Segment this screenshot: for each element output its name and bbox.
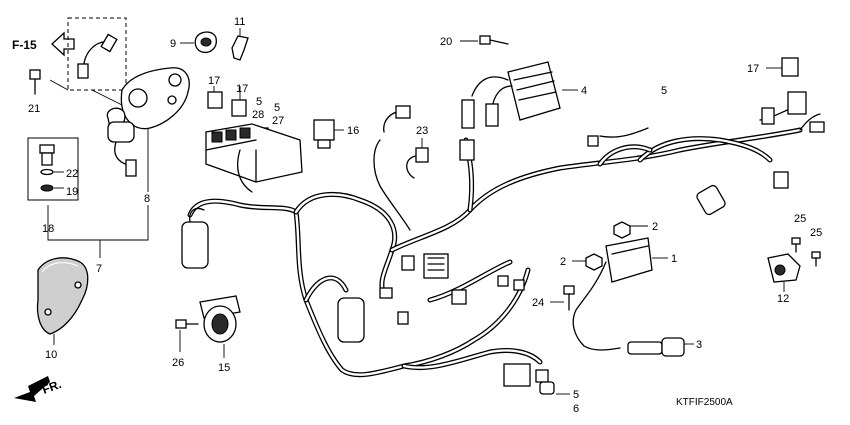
main-harness [187,107,821,378]
horn [199,295,241,358]
callout-25-left: 25 [794,213,806,225]
connector-16 [313,119,344,149]
callout-7: 7 [96,263,102,275]
bolt-20 [460,35,509,45]
nut-2-lower [572,253,603,271]
regulator-rectifier [461,61,578,129]
relay-17-right [766,57,799,77]
callout-28: 28 [252,109,264,121]
callout-17-mid: 17 [236,83,248,95]
clip-11 [231,28,249,61]
callout-5-bottom: 5 [573,389,579,401]
reference-arrow: F-15 [12,31,75,57]
callout-20: 20 [440,36,452,48]
direction-label: FR. [40,377,63,397]
callout-1: 1 [671,253,677,265]
callout-17-left: 17 [208,75,220,87]
callout-4: 4 [581,85,587,97]
seat-lock [27,137,149,258]
callout-21: 21 [28,103,40,115]
ignition-coil [572,237,668,351]
nut-2-upper [613,221,648,239]
callout-15: 15 [218,362,230,374]
boot-5-6 [539,381,570,395]
callout-8: 8 [144,193,150,205]
detail-box [49,17,129,109]
reference-label: F-15 [12,38,37,52]
callout-24: 24 [532,297,544,309]
sensor-12 [767,253,801,292]
clamp-9 [180,31,217,54]
callout-17-right: 17 [747,63,759,75]
bolt-24 [550,285,575,311]
front-direction-arrow: FR. [14,376,63,402]
callout-5-relay-right: 5 [274,102,280,114]
callout-5-relay-left: 5 [256,96,262,108]
connector-23 [406,138,429,179]
callout-18: 18 [42,223,54,235]
callout-9: 9 [170,38,176,50]
spark-plug-cap [627,337,694,357]
bolt-26 [175,319,199,352]
callout-19: 19 [66,186,78,198]
callout-16: 16 [347,125,359,137]
callout-5-harness: 5 [661,85,667,97]
drawing-code: KTFIF2500A [676,397,733,408]
bolt-21 [29,69,41,95]
callout-3: 3 [696,339,702,351]
callout-labels: 1 2 2 3 4 5 5 5 5 6 7 8 9 10 11 12 15 16… [28,16,822,415]
callout-11: 11 [234,16,245,28]
harness-connectors [379,91,825,387]
fuse-box [205,123,303,183]
callout-2-upper: 2 [652,221,658,233]
callout-10: 10 [45,349,57,361]
callout-6: 6 [573,403,579,415]
callout-22: 22 [66,168,78,180]
bolts-25 [791,237,821,267]
callout-12: 12 [777,293,789,305]
callout-27: 27 [272,115,284,127]
cover [36,257,89,345]
callout-25-right: 25 [810,227,822,239]
terminal-boots [181,207,365,343]
ignition-switch [106,67,190,192]
callout-23: 23 [416,125,428,137]
callout-2-lower: 2 [560,256,566,268]
callout-26: 26 [172,357,184,369]
